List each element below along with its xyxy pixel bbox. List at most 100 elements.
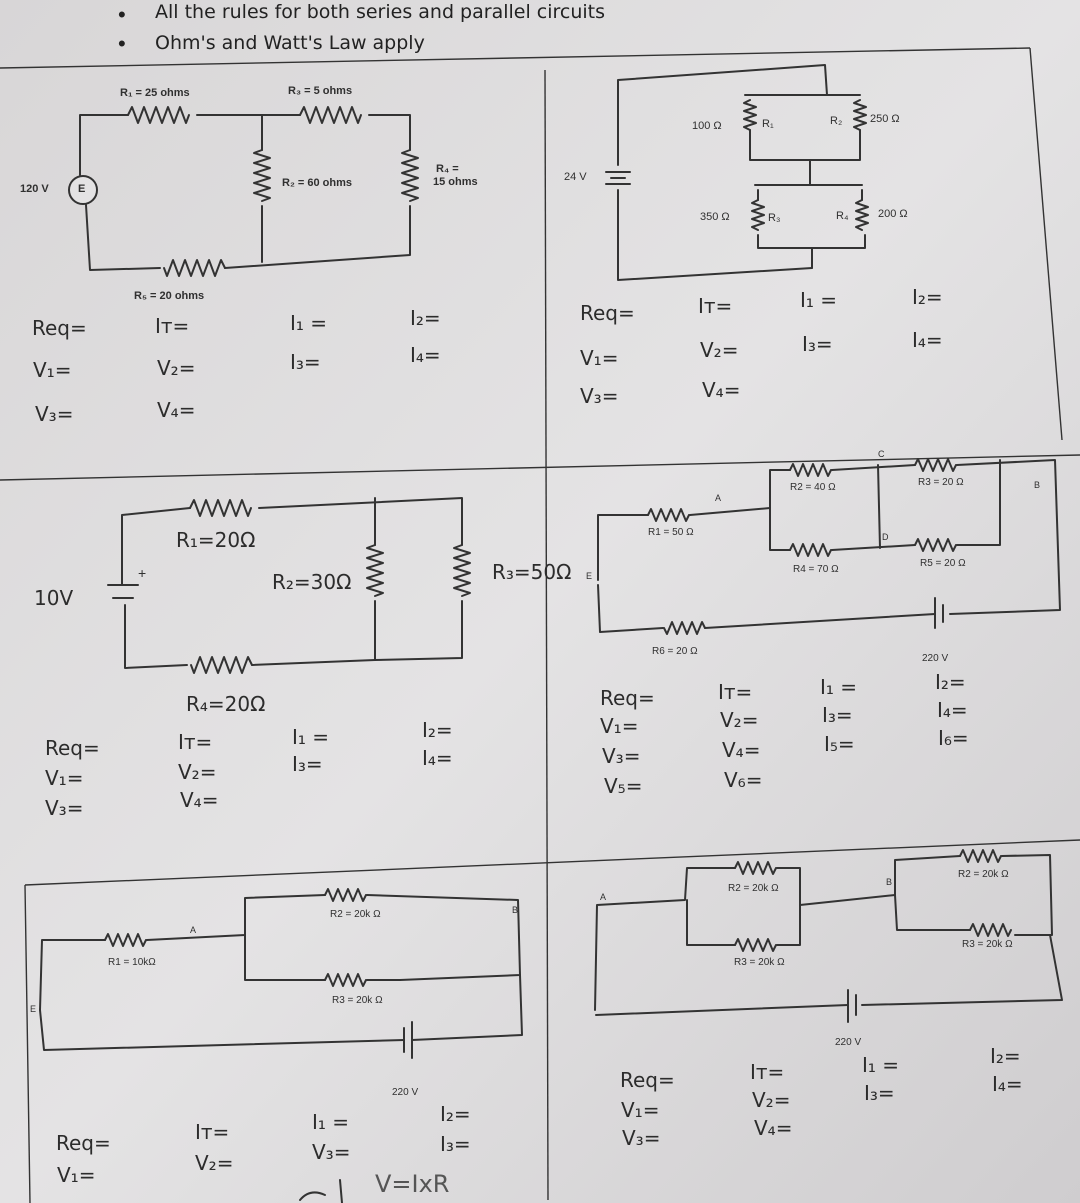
c4-node-a: A <box>715 493 722 503</box>
c6-source-label: 220 V <box>835 1037 862 1048</box>
c2-it: Iᴛ= <box>698 294 733 318</box>
bullet-dot-1: • <box>118 2 126 27</box>
c6-i3: I₃= <box>864 1081 895 1105</box>
c4-v3: V₃= <box>602 744 641 768</box>
c3-v3: V₃= <box>45 796 84 820</box>
c1-source-label: 120 V <box>20 183 49 195</box>
c2-i4: I₄= <box>912 328 943 352</box>
c4-node-b: B <box>1034 480 1041 490</box>
c2-r2-label: R₂ <box>830 115 843 127</box>
c6-i2: I₂= <box>990 1044 1021 1068</box>
c6-i1: I₁ = <box>862 1053 900 1077</box>
c1-i2: I₂= <box>410 306 441 330</box>
c5-i3: I₃= <box>440 1132 471 1156</box>
c3-r3-label: R₃=50Ω <box>492 560 572 584</box>
c2-r4-label: R₄ <box>836 210 849 222</box>
c2-req: Req= <box>580 301 635 325</box>
c3-r2-label: R₂=30Ω <box>272 570 352 594</box>
c1-r2-label: R₂ = 60 ohms <box>282 177 352 189</box>
c5-v3: V₃= <box>312 1140 351 1164</box>
c2-v4: V₄= <box>702 378 741 402</box>
c1-v1: V₁= <box>33 358 72 382</box>
c1-v3: V₃= <box>35 402 74 426</box>
c5-i2: I₂= <box>440 1102 471 1126</box>
c1-v2: V₂= <box>157 356 196 380</box>
c3-plus-sign: + <box>138 565 147 581</box>
c4-i1: I₁ = <box>820 675 858 699</box>
c6-r2-left-label: R2 = 20k Ω <box>728 883 779 894</box>
c5-node-a: A <box>190 925 197 935</box>
c6-it: Iᴛ= <box>750 1060 785 1084</box>
c1-r4-label-b: 15 ohms <box>433 176 478 188</box>
c4-i5: I₅= <box>824 732 855 756</box>
circuit2-wires <box>605 64 869 281</box>
c4-v5: V₅= <box>604 774 643 798</box>
header-bullet-1: All the rules for both series and parall… <box>155 1 606 23</box>
circuit5-wires <box>39 888 523 1059</box>
c3-r4-label: R₄=20Ω <box>186 692 266 716</box>
c4-node-d: D <box>882 532 889 542</box>
circuit4-wires <box>597 458 1061 635</box>
bullet-dot-2: • <box>118 31 126 56</box>
c4-v4: V₄= <box>722 738 761 762</box>
c1-req: Req= <box>32 316 87 340</box>
c2-r1-value: 100 Ω <box>692 120 722 132</box>
c3-r1-label: R₁=20Ω <box>176 528 256 552</box>
c4-r3-label: R3 = 20 Ω <box>918 477 964 488</box>
c2-source-label: 24 V <box>564 171 587 183</box>
c5-node-e: E <box>30 1004 37 1014</box>
c2-v3: V₃= <box>580 384 619 408</box>
c1-it: Iᴛ= <box>155 314 190 338</box>
c2-v2: V₂= <box>700 338 739 362</box>
c6-r3-left-label: R3 = 20k Ω <box>734 957 785 968</box>
c3-i1: I₁ = <box>292 725 330 749</box>
c3-v1: V₁= <box>45 766 84 790</box>
c2-r3-label: R₃ <box>768 212 781 224</box>
c5-node-b: B <box>512 905 519 915</box>
c2-r3-value: 350 Ω <box>700 211 730 223</box>
c2-i3: I₃= <box>802 332 833 356</box>
c5-req: Req= <box>56 1131 111 1155</box>
c1-i4: I₄= <box>410 343 441 367</box>
c1-i1: I₁ = <box>290 311 328 335</box>
c5-r2-label: R2 = 20k Ω <box>330 909 381 920</box>
c6-v3: V₃= <box>622 1126 661 1150</box>
c5-r1-label: R1 = 10kΩ <box>108 957 156 968</box>
c4-v2: V₂= <box>720 708 759 732</box>
circuit6-wires <box>594 849 1063 1023</box>
c4-i3: I₃= <box>822 703 853 727</box>
c4-r5-label: R5 = 20 Ω <box>920 558 966 569</box>
c5-it: Iᴛ= <box>195 1120 230 1144</box>
c4-node-e: E <box>586 571 593 581</box>
c4-v1: V₁= <box>600 714 639 738</box>
c5-r3-label: R3 = 20k Ω <box>332 995 383 1006</box>
c6-req: Req= <box>620 1068 675 1092</box>
c4-i4: I₄= <box>937 698 968 722</box>
c6-node-a: A <box>600 892 607 902</box>
c6-i4: I₄= <box>992 1072 1023 1096</box>
c4-r4-label: R4 = 70 Ω <box>793 564 839 575</box>
c4-node-c: C <box>878 449 885 459</box>
c4-req: Req= <box>600 686 655 710</box>
c4-it: Iᴛ= <box>718 680 753 704</box>
c6-v2: V₂= <box>752 1088 791 1112</box>
c4-i2: I₂= <box>935 670 966 694</box>
c2-r2-value: 250 Ω <box>870 113 900 125</box>
c3-v4: V₄= <box>180 788 219 812</box>
c3-it: Iᴛ= <box>178 730 213 754</box>
header-bullet-2: Ohm's and Watt's Law apply <box>155 32 425 54</box>
c1-r4-label-a: R₄ = <box>436 163 459 175</box>
c2-v1: V₁= <box>580 346 619 370</box>
c6-r3-right-label: R3 = 20k Ω <box>962 939 1013 950</box>
c4-r6-label: R6 = 20 Ω <box>652 646 698 657</box>
c5-i1: I₁ = <box>312 1110 350 1134</box>
c6-v1: V₁= <box>621 1098 660 1122</box>
c1-source-symbol: E <box>78 183 86 195</box>
c1-r1-label: R₁ = 25 ohms <box>120 87 190 99</box>
c1-r3-label: R₃ = 5 ohms <box>288 85 353 97</box>
c4-r2-label: R2 = 40 Ω <box>790 482 836 493</box>
circuit1-wires <box>68 106 419 277</box>
c5-source-label: 220 V <box>392 1087 419 1098</box>
